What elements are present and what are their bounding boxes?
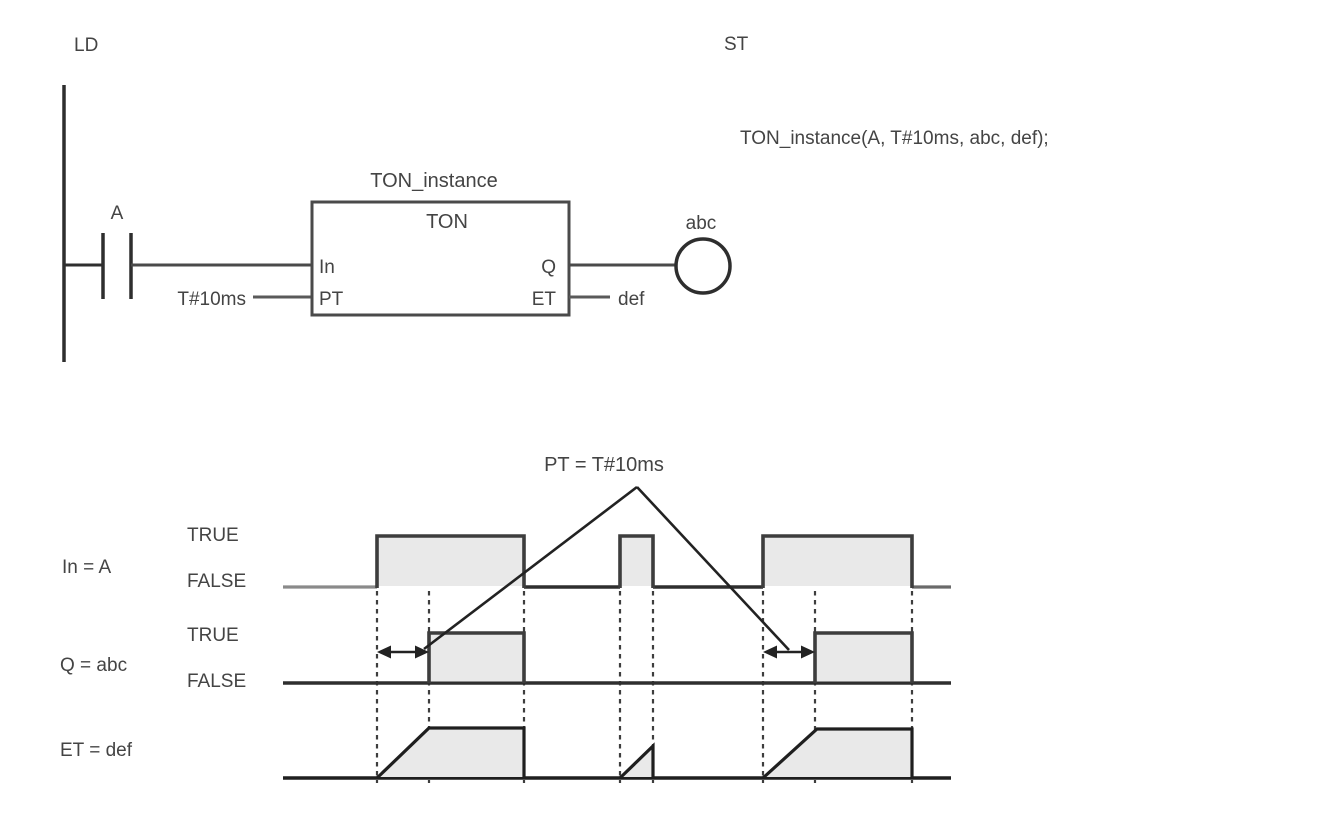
in-pulse-fill (763, 536, 912, 586)
in-pulse-outline (618, 534, 655, 588)
et-ramp-fill (377, 728, 524, 777)
timing-diagram: In = A TRUE FALSE Q = abc TRUE FALSE ET … (60, 454, 951, 783)
st-code: TON_instance(A, T#10ms, abc, def); (740, 128, 1049, 149)
st-section-label: ST (724, 34, 749, 55)
q-pulse-fill (429, 633, 524, 682)
in-pulse-outline (761, 534, 914, 588)
in-waveform (283, 534, 951, 589)
q-true-label: TRUE (187, 625, 239, 646)
in-false-label: FALSE (187, 571, 246, 592)
et-row-label: ET = def (60, 740, 133, 761)
input-in-label: In (319, 257, 335, 278)
ld-section: LD A T#10ms TON_instance TON In PT Q ET … (62, 35, 732, 362)
pt-measure-arrow-right (763, 645, 815, 659)
et-ramp-outline (375, 726, 526, 780)
q-false-label: FALSE (187, 671, 246, 692)
output-q-label: Q (541, 257, 556, 278)
annotation-leader-line-right (636, 486, 790, 651)
st-section: ST TON_instance(A, T#10ms, abc, def); (724, 34, 1049, 149)
pt-annotation-label: PT = T#10ms (544, 454, 664, 476)
ton-instance-label: TON_instance (370, 170, 497, 192)
output-et-label: ET (532, 289, 557, 310)
in-pulse-fill (377, 536, 524, 586)
et-ramp-outline (761, 727, 914, 780)
input-pt-label: PT (319, 289, 344, 310)
in-pulse-outline (375, 534, 526, 588)
ld-section-label: LD (74, 35, 98, 56)
preset-value-label: T#10ms (177, 289, 246, 310)
q-pulse-outline (813, 631, 914, 683)
q-row-label: Q = abc (60, 655, 127, 676)
et-output-label: def (618, 289, 645, 310)
in-pulse-fill (620, 536, 653, 586)
ton-block (310, 200, 571, 317)
et-ramp-outline (618, 742, 655, 780)
in-row-label: In = A (62, 557, 111, 578)
et-waveform (283, 726, 951, 780)
in-true-label: TRUE (187, 525, 239, 546)
q-pulse-fill (815, 633, 912, 682)
ton-type-label: TON (426, 211, 468, 233)
arrowhead-left-icon (377, 645, 391, 659)
coil (674, 237, 732, 295)
pt-annotation: PT = T#10ms (377, 454, 815, 659)
pt-measure-arrow-left (377, 645, 429, 659)
et-ramp-fill (763, 729, 912, 777)
annotation-leader-line-left (423, 485, 638, 651)
coil-label: abc (686, 213, 717, 234)
contact-label: A (111, 203, 124, 224)
q-pulse-outline (427, 631, 526, 683)
arrowhead-left-icon (763, 645, 777, 659)
arrowhead-right-icon (415, 645, 429, 659)
arrowhead-right-icon (801, 645, 815, 659)
q-waveform (283, 631, 951, 685)
